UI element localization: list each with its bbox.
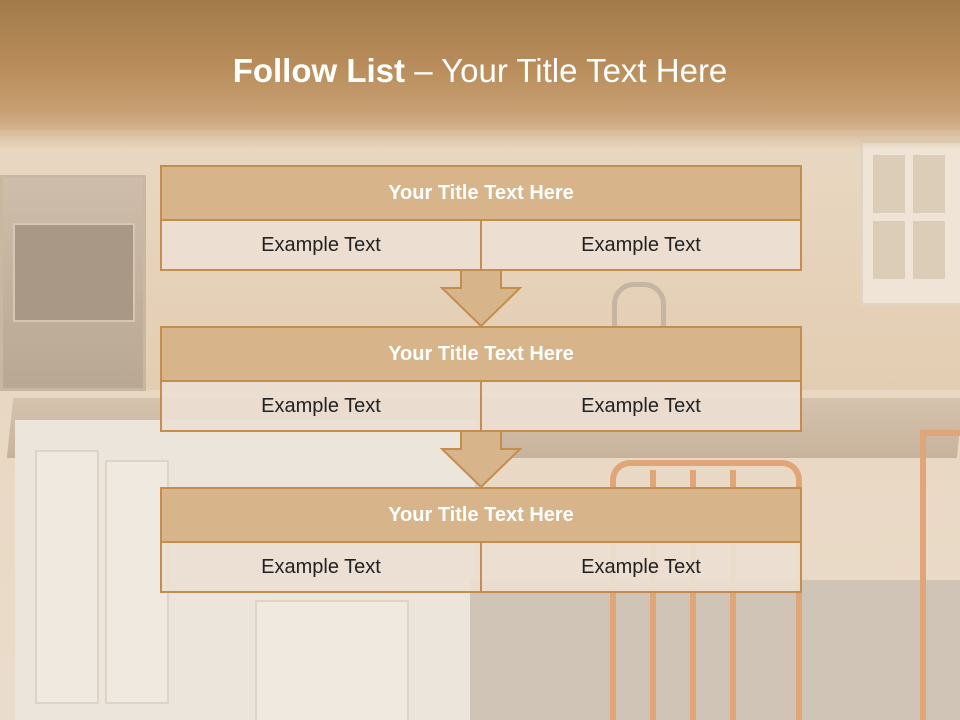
step-cell-left: Example Text (160, 543, 482, 593)
step-block-1: Your Title Text Here Example Text Exampl… (160, 165, 802, 271)
step-title: Your Title Text Here (160, 487, 802, 543)
slide-title-rest: – Your Title Text Here (405, 52, 728, 89)
step-cell-right: Example Text (482, 382, 802, 432)
step-cell-right: Example Text (482, 543, 802, 593)
slide-title-bold: Follow List (232, 52, 406, 89)
down-arrow-icon (439, 269, 523, 328)
down-arrow-icon (439, 430, 523, 489)
floor (470, 580, 960, 720)
slide-title: Follow List – Your Title Text Here (0, 52, 960, 90)
wall-cabinet (860, 140, 960, 306)
step-cell-right: Example Text (482, 221, 802, 271)
step-block-3: Your Title Text Here Example Text Exampl… (160, 487, 802, 593)
step-title: Your Title Text Here (160, 326, 802, 382)
faucet (612, 282, 666, 357)
step-block-2: Your Title Text Here Example Text Exampl… (160, 326, 802, 432)
title-band (0, 0, 960, 150)
step-title: Your Title Text Here (160, 165, 802, 221)
step-cell-left: Example Text (160, 221, 482, 271)
step-cell-left: Example Text (160, 382, 482, 432)
oven (0, 175, 146, 391)
bar-stool (920, 430, 960, 720)
